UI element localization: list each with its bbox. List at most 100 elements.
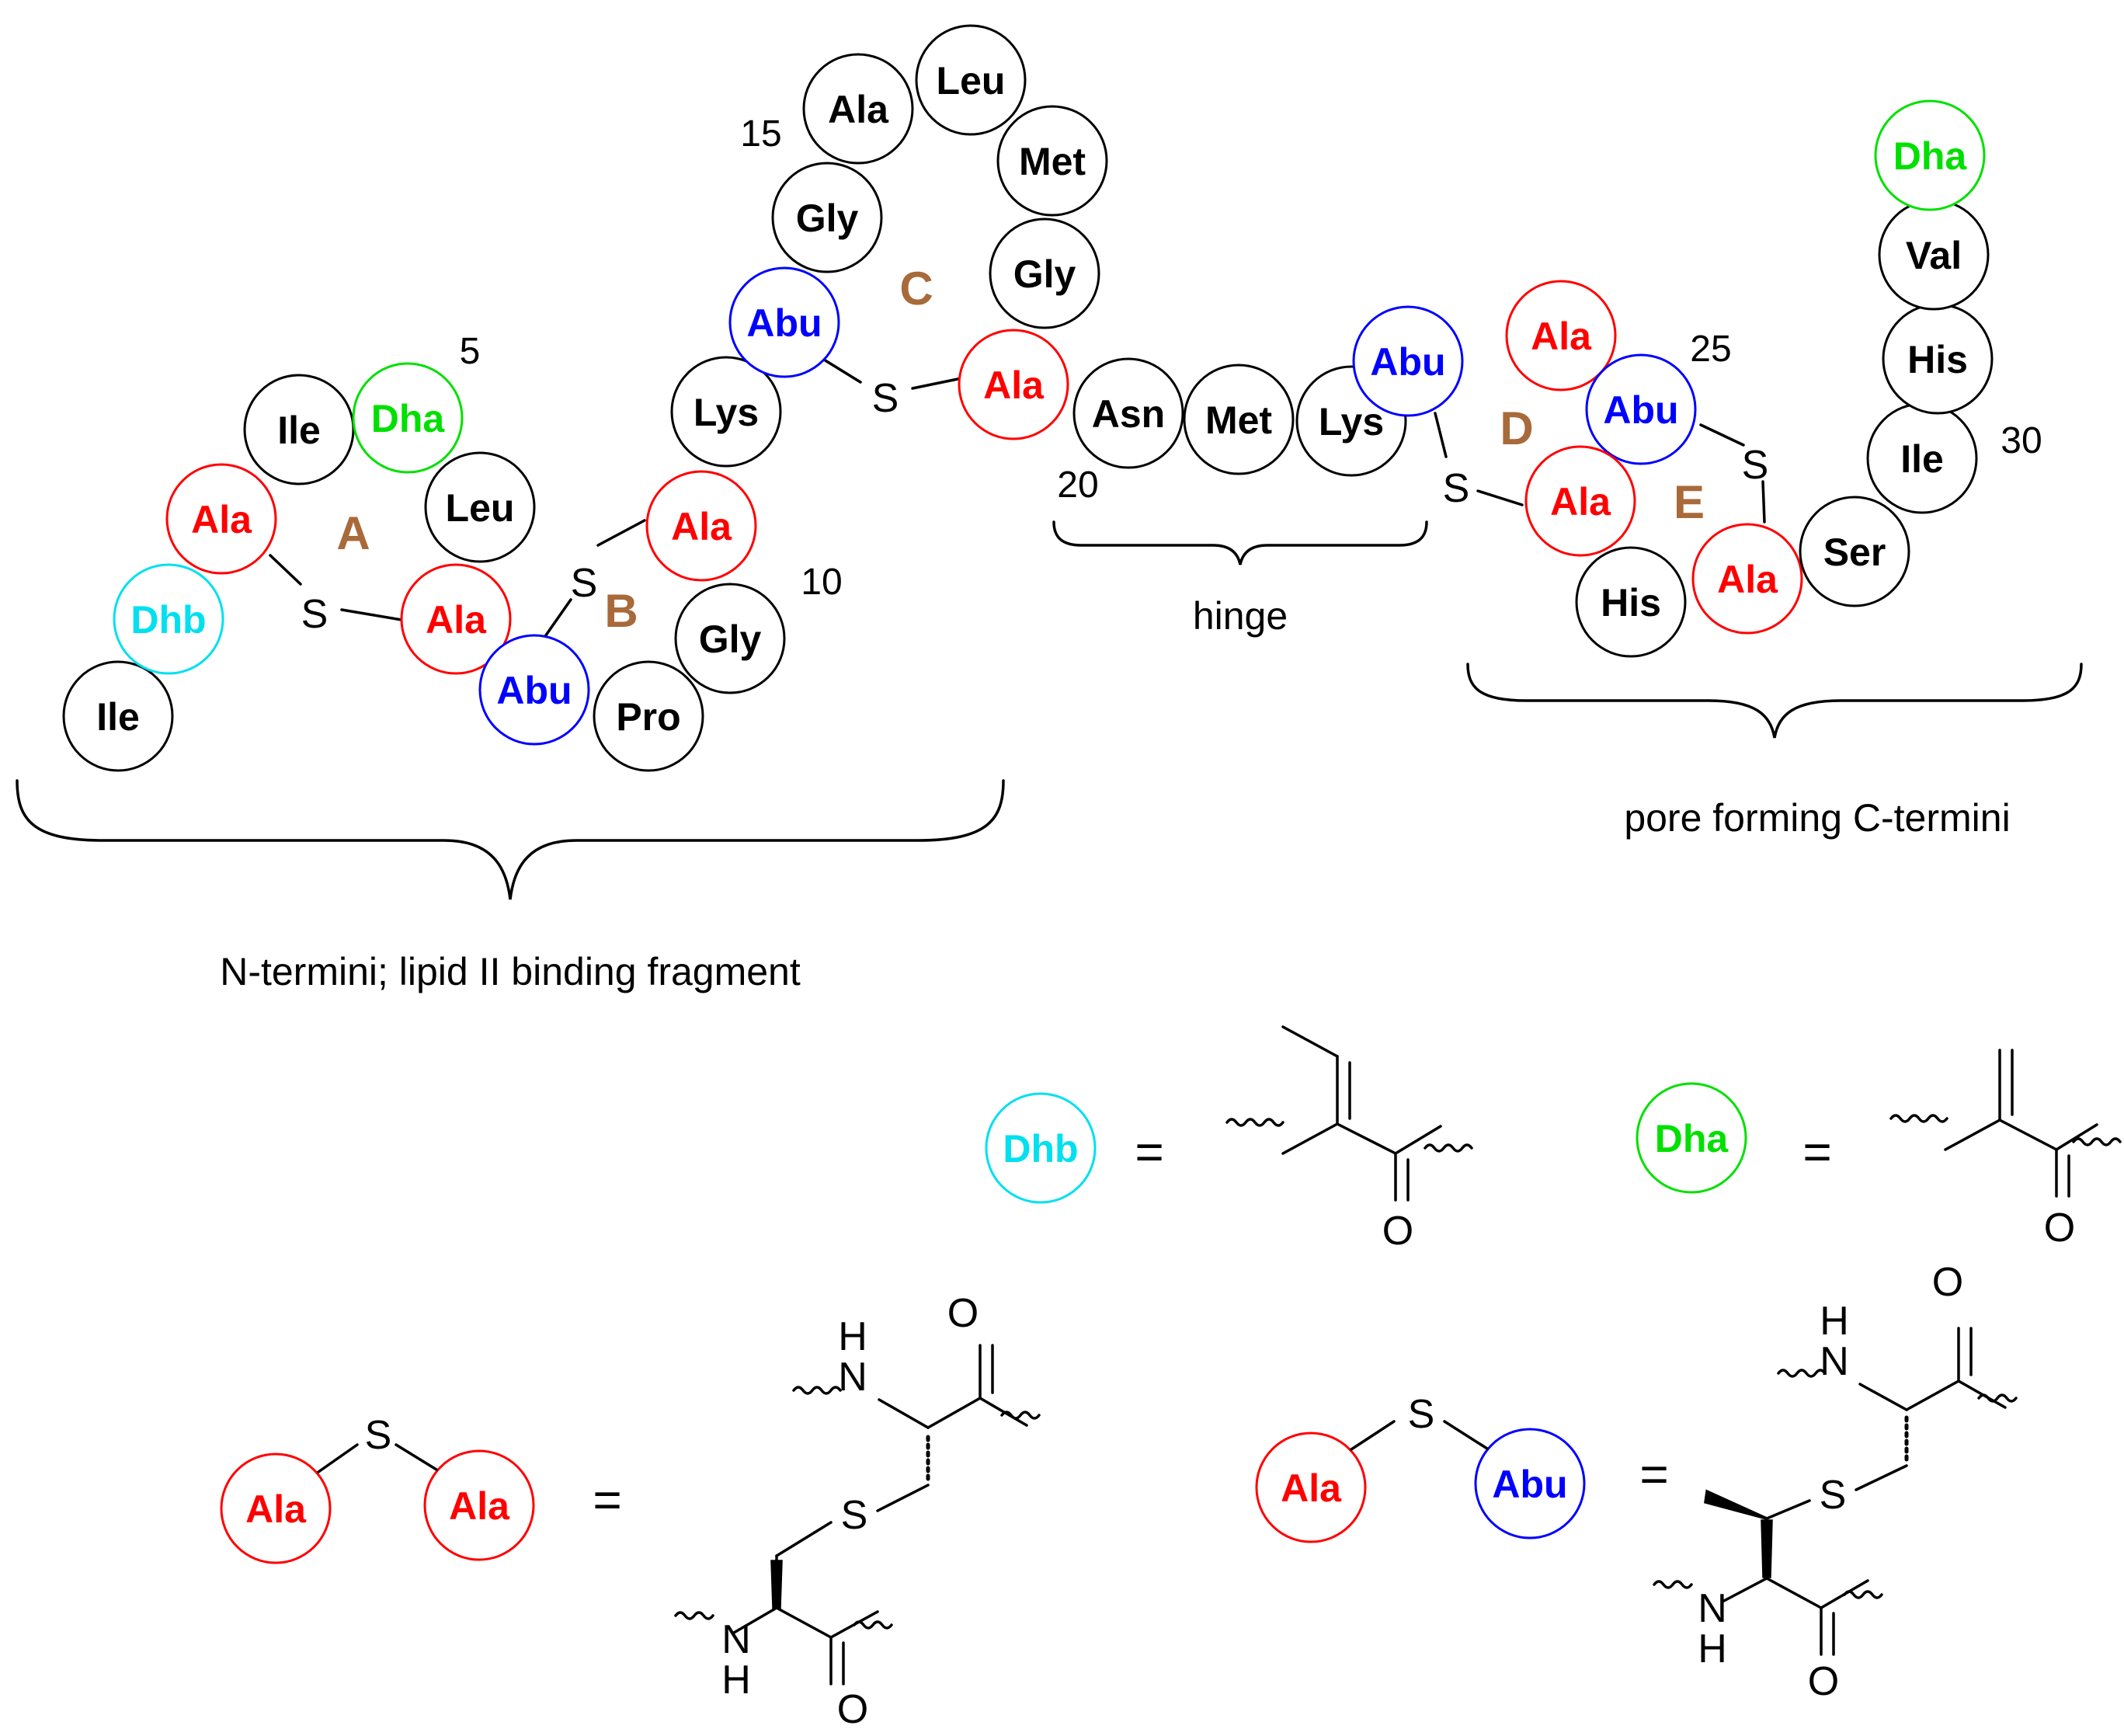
residue-circle	[771, 162, 883, 273]
residue-label: Gly	[1013, 252, 1076, 296]
dha-oxygen: O	[2044, 1205, 2075, 1251]
residue-circle	[1524, 445, 1636, 557]
residue-circle	[802, 53, 914, 165]
residue-label: Ala	[1531, 315, 1592, 358]
dhb-wavy-right	[1424, 1143, 1473, 1153]
residue-label: Abu	[746, 301, 822, 345]
legend-dha-equals: =	[1802, 1124, 1831, 1180]
dhb-methyl	[1281, 1025, 1339, 1058]
residue-label: Ala	[671, 505, 732, 548]
legend-lan-ala-right-label: Ala	[449, 1484, 510, 1528]
legend-methyllanthionine: Ala Abu S =	[1255, 1260, 2018, 1704]
position-number-25: 25	[1690, 329, 1731, 370]
residue-label: Ala	[191, 498, 252, 541]
lan-n-top-bond	[878, 1398, 930, 1429]
residue-30: Ile	[1866, 402, 1978, 514]
lan-n-bottom: N	[721, 1617, 751, 1662]
bridge-d-top	[1434, 412, 1448, 458]
bridge-e-top	[1699, 423, 1745, 447]
residue-label: Ile	[277, 409, 321, 452]
legend-lanthionine: Ala Ala S =	[220, 1291, 1041, 1732]
legend-dhb-label: Dhb	[1003, 1127, 1078, 1171]
residue-circle	[674, 583, 786, 694]
residue-label: Ala	[1550, 480, 1611, 524]
residue-circle	[1575, 546, 1687, 658]
lan-wavy-n-top	[792, 1386, 842, 1395]
dha-wavy-left	[1889, 1114, 1948, 1123]
dha-bond-3	[2055, 1123, 2098, 1151]
residue-circle	[400, 563, 512, 675]
residue-26: Ala	[1524, 445, 1636, 557]
legend-lan-ala-right	[423, 1449, 535, 1561]
lan-co-top-to-wavy	[979, 1397, 1028, 1427]
bridge-c-right	[911, 377, 963, 390]
mlan-wavy-c-top	[1977, 1393, 2018, 1403]
dhb-bond-2	[1336, 1122, 1397, 1155]
dhb-oxygen: O	[1382, 1209, 1413, 1254]
residue-5: Dha	[352, 362, 464, 474]
legend-lan-sulfur: S	[365, 1413, 392, 1458]
legend-dhb-equals: =	[1135, 1124, 1163, 1180]
thioether-bridges	[16, 352, 2083, 900]
mlan-h-top: H	[1820, 1299, 1849, 1344]
residue-4: Ile	[243, 374, 355, 485]
sulfur-d: S	[1443, 466, 1470, 511]
residue-7: Ala	[400, 563, 512, 675]
mlan-ca-bottom-to-n	[1721, 1577, 1768, 1603]
lan-o-top: O	[947, 1291, 979, 1336]
c-term-label: pore forming C-termini	[1624, 796, 2010, 840]
lan-wavy-c-top	[1000, 1411, 1041, 1420]
mlan-ch2-to-s	[1855, 1464, 1908, 1491]
lan-h-top: H	[838, 1314, 867, 1359]
mlan-ca-top-to-co	[1905, 1379, 1960, 1411]
residue-label: Ala	[426, 598, 487, 642]
legend-lan-ala-left-label: Ala	[245, 1487, 307, 1531]
position-number-30: 30	[2001, 420, 2042, 461]
mlan-methyl-wedge	[1704, 1489, 1768, 1520]
residue-19: Ala	[958, 329, 1069, 440]
bridge-d-bottom	[1476, 489, 1524, 506]
dha-wavy-right	[2072, 1137, 2122, 1146]
ring-letter-b: B	[604, 585, 638, 637]
mlan-wavy-c-bottom	[1843, 1590, 1883, 1599]
residue-circle	[1505, 280, 1617, 391]
residue-circle	[62, 660, 174, 772]
lan-ch2-to-s	[876, 1484, 930, 1512]
position-number-20: 20	[1057, 464, 1098, 506]
residue-circle	[1352, 305, 1464, 417]
hinge-label: hinge	[1193, 594, 1288, 638]
residue-label: Abu	[1370, 340, 1445, 384]
residue-label: Met	[1019, 140, 1086, 183]
legend-dha-circle	[1636, 1082, 1747, 1194]
lan-ca-bottom-to-co	[775, 1606, 833, 1639]
ring-letter-a: A	[336, 507, 370, 559]
mlan-cb-wedge	[1761, 1519, 1773, 1578]
legend-lan-equals: =	[593, 1472, 621, 1528]
mlan-h-bottom: H	[1698, 1626, 1727, 1672]
ring-letter-e: E	[1674, 476, 1705, 528]
legend-mlan-ala	[1255, 1432, 1367, 1543]
sulfur-e: S	[1742, 443, 1769, 488]
position-number-15: 15	[740, 113, 781, 155]
lan-wavy-n-bottom	[674, 1611, 714, 1620]
residue-circle	[593, 660, 704, 772]
lan-s-to-ch2-bottom	[775, 1521, 833, 1557]
residue-label: Ala	[983, 364, 1045, 407]
residue-18: Gly	[989, 217, 1100, 329]
sulfur-b: S	[571, 561, 598, 606]
legend-dhb-circle	[985, 1092, 1097, 1204]
lan-o-bottom: O	[837, 1687, 868, 1732]
residue-circle	[1183, 364, 1295, 475]
legend-mlan-abu-label: Abu	[1492, 1463, 1567, 1506]
mlan-n-top: N	[1820, 1339, 1849, 1384]
mlan-n-top-bond	[1858, 1383, 1908, 1411]
residue-circle	[989, 217, 1100, 329]
legend-dhb: Dhb = O	[985, 1025, 1473, 1254]
position-number-10: 10	[801, 562, 842, 603]
residue-20: Asn	[1072, 357, 1184, 469]
legend-mlan-ala-label: Ala	[1281, 1466, 1342, 1510]
